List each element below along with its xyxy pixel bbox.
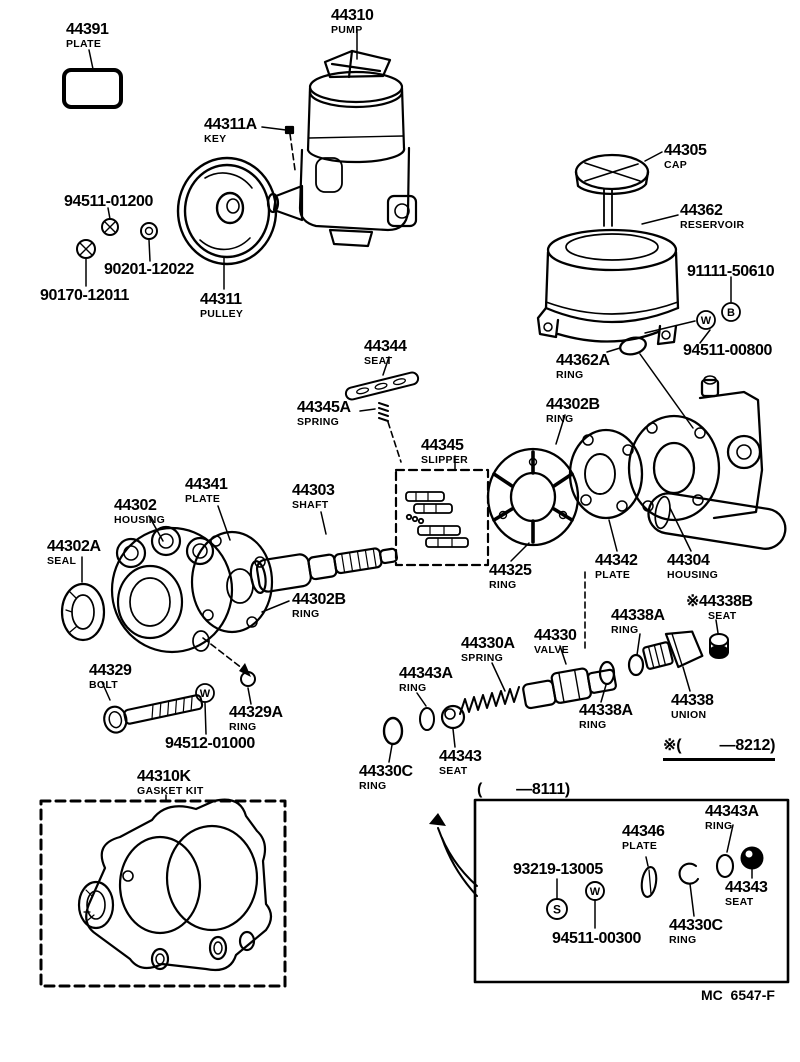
label-inset-93219-13005: 93219-13005 <box>513 861 603 878</box>
ring-44343A-drawing <box>419 707 435 731</box>
label-90201-12022: 90201-12022 <box>104 261 194 278</box>
seat-44338B-drawing <box>709 633 729 659</box>
label-91111-50610: 91111-50610 <box>687 263 775 280</box>
label-94511-01200: 94511-01200 <box>64 193 154 210</box>
slipper-box-drawing <box>394 468 490 567</box>
rotor-44325-drawing <box>486 447 580 547</box>
note-production-8212: ※( —8212) <box>663 735 775 761</box>
reservoir-fastener-symbols: B W <box>696 302 741 330</box>
dashed-guides <box>202 133 586 670</box>
label-94512-01000: 94512-01000 <box>165 735 255 752</box>
circled-w-symbol: W <box>590 886 601 898</box>
note-production-8111: ( —8111) <box>477 781 571 798</box>
reservoir-ring-drawing <box>619 336 647 356</box>
circled-w-symbol: W <box>701 315 712 327</box>
plate-44341-drawing <box>190 530 274 634</box>
pump-drawing <box>266 49 418 248</box>
name-plate-drawing <box>62 68 123 109</box>
ring-44329A-drawing <box>240 671 256 687</box>
front-housing-44302-drawing <box>110 525 234 654</box>
seal-44302A-drawing <box>60 582 106 642</box>
rear-housing-44304-drawing <box>627 375 787 550</box>
label-inset-94511-00300: 94511-00300 <box>552 930 642 947</box>
circled-w-symbol: W <box>200 688 211 700</box>
reservoir-drawing <box>536 228 680 346</box>
plate-44342-drawing <box>568 428 644 520</box>
fastener-drawings <box>76 218 158 259</box>
seat-44344-drawing <box>344 371 420 401</box>
seat-44343-drawing <box>440 704 466 730</box>
inset-box-drawing: S W <box>429 798 790 984</box>
figure-code: MC 6547-F <box>701 987 775 1003</box>
bolt-44329-drawing <box>103 694 204 734</box>
union-44338-drawing <box>642 630 704 670</box>
label-90170-12011: 90170-12011 <box>40 287 130 304</box>
leader-lines <box>81 28 753 929</box>
shaft-44303-drawing <box>249 547 398 594</box>
ring-44330C-drawing <box>382 716 404 746</box>
cap-drawing <box>574 153 650 227</box>
ring-44338A-outer-drawing <box>627 653 645 677</box>
gasket-kit-drawing <box>39 798 287 988</box>
spring-44345A-drawing <box>378 402 389 422</box>
bolt-washer-symbol: W <box>195 683 215 703</box>
spring-44330A-drawing <box>459 686 520 715</box>
ring-44338A-inner-drawing <box>598 660 616 686</box>
pulley-drawing <box>176 156 278 266</box>
circled-s-symbol: S <box>553 903 561 917</box>
label-94511-00800: 94511-00800 <box>683 342 773 359</box>
dashed-arrowhead <box>239 663 251 677</box>
circled-b-symbol: B <box>727 307 735 319</box>
